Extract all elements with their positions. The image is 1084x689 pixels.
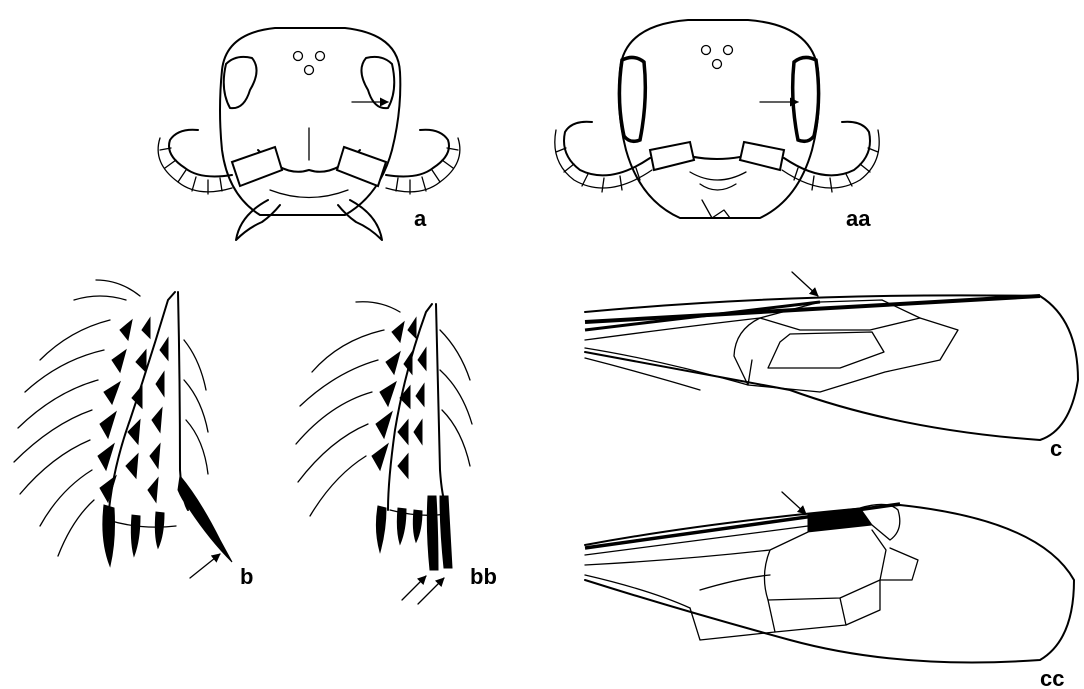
- panel-bb-tibia-drawing: [296, 302, 472, 604]
- arrow-icon: [418, 578, 444, 604]
- panel-label-a: a: [414, 206, 427, 231]
- panel-cc-wing-drawing: [585, 492, 1074, 663]
- panel-c-wing-drawing: [585, 272, 1078, 440]
- arrow-icon: [792, 272, 818, 296]
- arrow-icon: [782, 492, 806, 514]
- panel-label-b: b: [240, 564, 253, 589]
- arrow-icon: [190, 554, 220, 578]
- panel-label-bb: bb: [470, 564, 497, 589]
- panel-label-cc: cc: [1040, 666, 1064, 689]
- panel-b-tibia-drawing: [14, 280, 232, 578]
- panel-aa-head-drawing: [555, 20, 879, 218]
- panel-label-aa: aa: [846, 206, 871, 231]
- panel-label-c: c: [1050, 436, 1062, 461]
- arrow-icon: [402, 576, 426, 600]
